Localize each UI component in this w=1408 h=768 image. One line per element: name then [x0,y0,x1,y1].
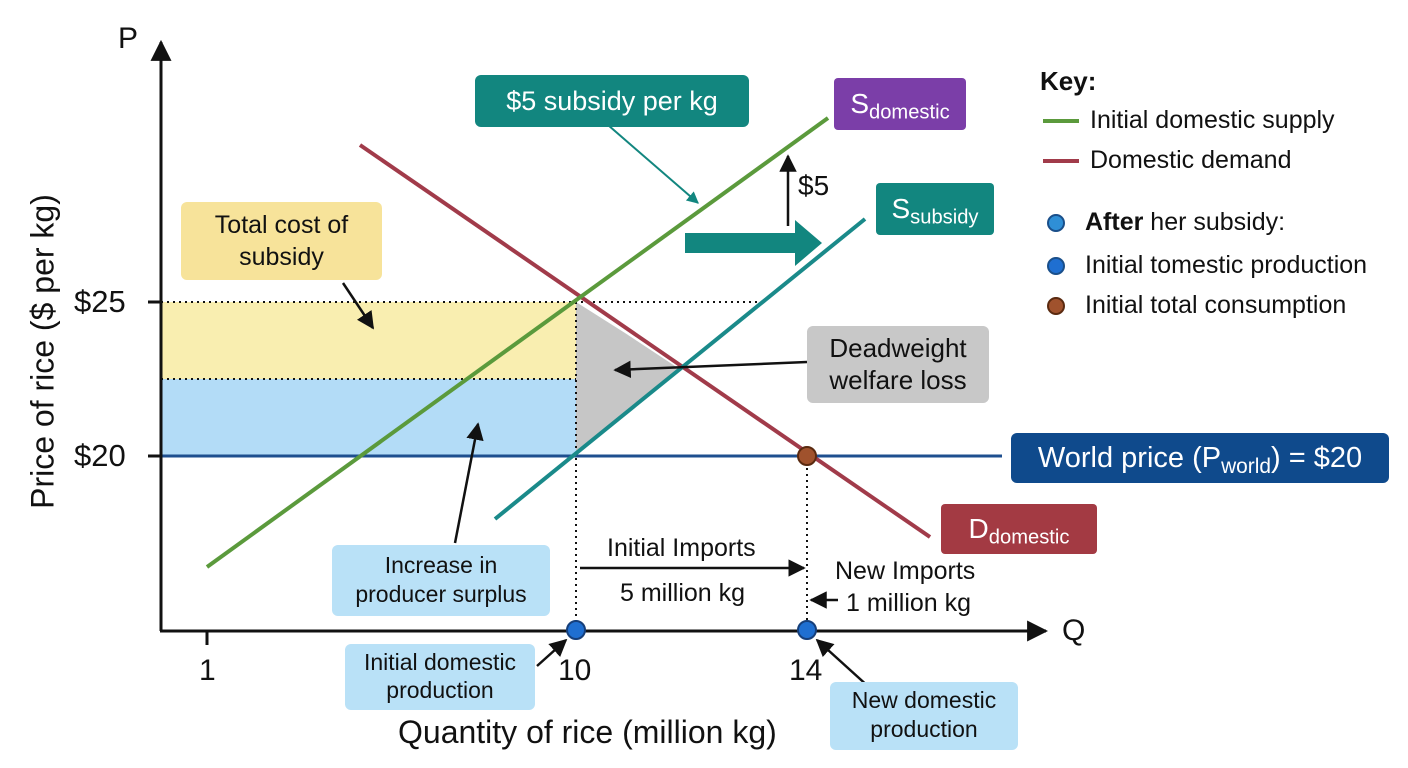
x-tick-label-1: 1 [199,654,216,687]
producer-surplus-area [161,379,576,456]
world-price-sub: world [1221,454,1271,478]
x-axis-letter: Q [1062,614,1086,647]
key-demand-label: Domestic demand [1090,146,1292,174]
initial-production-point [566,620,586,640]
key-production-dot [1047,257,1065,275]
world-price-box: World price (Pworld) = $20 [1011,433,1389,483]
world-price-post: ) = $20 [1270,442,1363,474]
domestic-demand-curve [358,143,932,539]
deadweight-box: Deadweight welfare loss [807,326,989,403]
y-tick-label-20: $20 [74,438,126,473]
d-domestic-sub: domestic [988,526,1070,549]
x-tick-label-14: 14 [789,654,823,687]
x-axis-title: Quantity of rice (million kg) [398,714,777,750]
initial-imports-title: Initial Imports [607,534,756,562]
deadweight-line-2: welfare loss [829,365,967,395]
producer-surplus-line-2: producer surplus [355,581,527,607]
new-production-line-2: production [870,716,978,742]
producer-surplus-box: Increase in producer surplus [332,545,550,616]
rightward-shift-arrow [685,220,822,266]
s-domestic-label: Sdomestic [834,78,966,130]
deadweight-pointer [613,360,808,379]
total-cost-area [161,302,576,379]
y-tick-label-25: $25 [74,284,126,319]
world-price-pre: World price (P [1037,442,1222,474]
total-cost-pointer [341,282,375,330]
d-domestic-label: Ddomestic [941,504,1097,554]
total-cost-line-1: Total cost of [214,211,349,239]
deadweight-line-1: Deadweight [829,333,967,363]
new-production-box: New domestic production [830,682,1018,750]
subsidy-banner-pointer [607,124,699,204]
domestic-supply-curve [205,116,830,569]
new-production-pointer [815,638,871,689]
s-subsidy-main: S [891,193,911,224]
key-consumption-dot [1047,297,1065,315]
key-after-subsidy-dot [1047,214,1065,232]
key-after-subsidy-text: her subsidy: [1143,208,1286,236]
s-domestic-sub: domestic [869,101,950,124]
initial-imports-amount: 5 million kg [620,579,746,607]
initial-production-line-1: Initial domestic [363,649,517,675]
y-axis-title: Price of rice ($ per kg) [24,194,61,509]
y-axis-letter: P [118,22,139,55]
key-after-subsidy-label: After her subsidy: [1085,208,1285,237]
new-imports-amount: 1 million kg [846,589,972,617]
initial-production-pointer [536,638,568,667]
total-cost-line-2: subsidy [239,243,324,271]
x-tick-label-10: 10 [558,654,592,687]
producer-surplus-pointer [453,422,484,544]
key-demand-swatch [1043,159,1079,163]
s-subsidy-label: Ssubsidy [876,183,994,235]
total-cost-box: Total cost of subsidy [181,202,382,280]
consumption-point [797,446,817,466]
key-consumption-label: Initial total consumption [1085,291,1347,319]
subsidy-supply-curve [493,217,867,521]
new-production-point [797,620,817,640]
key-production-label: Initial tomestic production [1085,251,1368,279]
deadweight-loss-area [576,302,678,456]
new-imports-title: New Imports [835,557,976,585]
key-after-subsidy-bold: After [1085,208,1144,236]
d-domestic-main: D [968,513,989,544]
subsidy-banner: $5 subsidy per kg [475,75,749,127]
key-supply-label: Initial domestic supply [1090,106,1335,134]
shift-amount-label: $5 [798,170,830,201]
s-domestic-main: S [850,88,870,119]
new-production-line-1: New domestic [851,687,997,713]
initial-production-box: Initial domestic production [345,644,535,710]
s-subsidy-sub: subsidy [910,206,979,229]
producer-surplus-line-1: Increase in [384,552,498,578]
key-supply-swatch [1043,119,1079,123]
key-title: Key: [1040,66,1097,96]
initial-production-line-2: production [386,677,494,703]
